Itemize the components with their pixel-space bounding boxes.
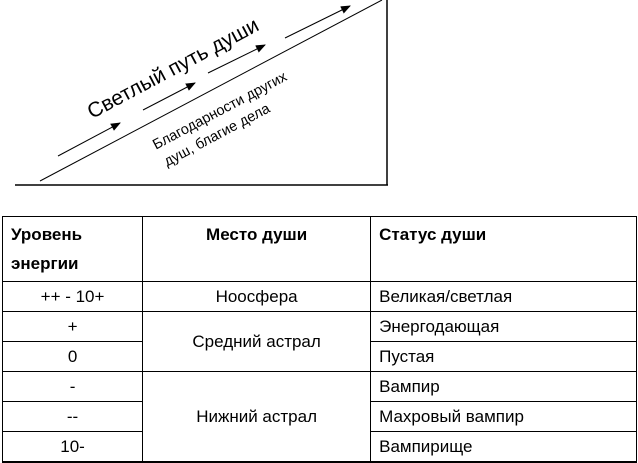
table-row: 10- Вампирище	[1, 431, 637, 463]
table-row: -- Махровый вампир	[1, 401, 637, 432]
place-cell: Нижний астрал	[142, 371, 372, 463]
status-cell: Вампирище	[370, 431, 637, 463]
header-place: Место души	[142, 216, 372, 282]
arrow-3	[207, 44, 266, 74]
status-cell: Пустая	[370, 341, 637, 372]
level-cell: +	[1, 311, 144, 342]
header-status: Статус души	[370, 216, 637, 282]
level-cell: ++ - 10+	[1, 281, 144, 312]
table-header: Уровень энергии Место души Статус души	[1, 216, 637, 282]
table-row: + Средний астрал Энергодающая	[1, 311, 637, 372]
arrow-2	[142, 82, 196, 111]
arrow-1	[57, 122, 121, 157]
status-cell: Вампир	[370, 371, 637, 402]
status-cell: Энергодающая	[370, 311, 637, 342]
place-cell: Средний астрал	[142, 311, 372, 372]
arrow-4	[284, 5, 351, 39]
table-row: - Нижний астрал Вампир	[1, 371, 637, 463]
level-cell: --	[1, 401, 144, 432]
header-level: Уровень энергии	[1, 216, 144, 282]
level-cell: 10-	[1, 431, 144, 463]
level-cell: 0	[1, 341, 144, 372]
level-cell: -	[1, 371, 144, 402]
status-cell: Великая/светлая	[370, 281, 637, 312]
slope-line	[39, 0, 383, 182]
table-row: 0 Пустая	[1, 341, 637, 372]
table-row: ++ - 10+ Ноосфера Великая/светлая	[1, 281, 637, 312]
status-cell: Махровый вампир	[370, 401, 637, 432]
soul-path-diagram	[15, 0, 388, 186]
place-cell: Ноосфера	[142, 281, 372, 312]
soul-status-table: Уровень энергии Место души Статус души +…	[1, 216, 637, 463]
